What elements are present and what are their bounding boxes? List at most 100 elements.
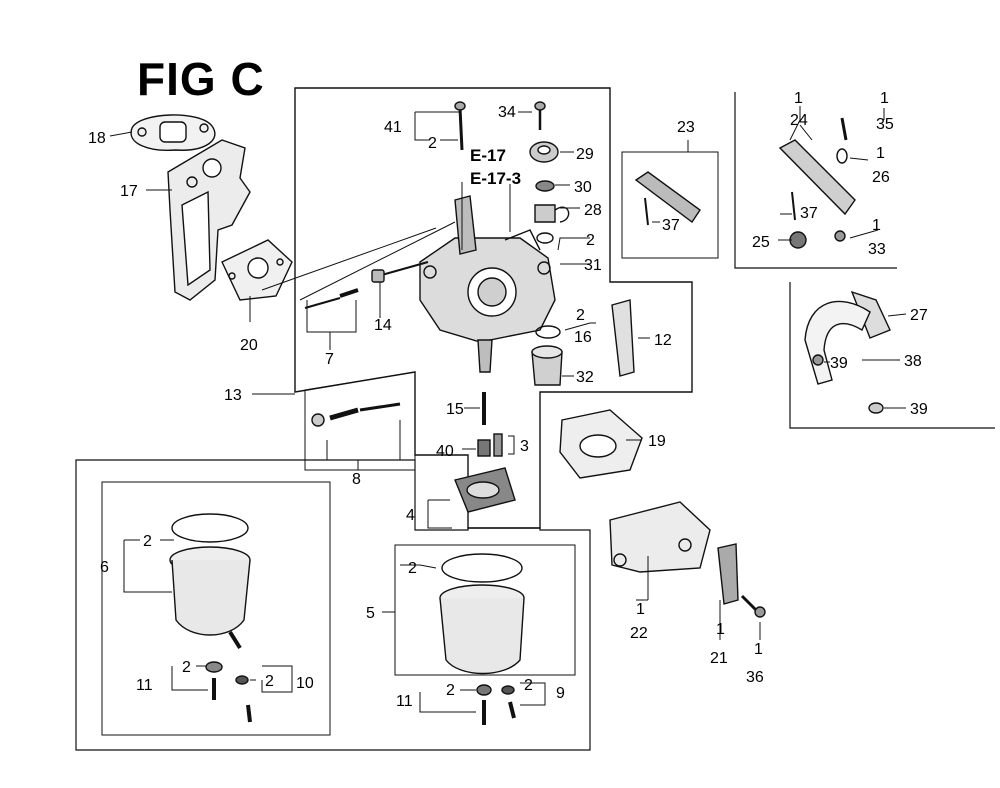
frame-bowl-6 — [101, 481, 331, 736]
label-2-e: 2 — [408, 560, 417, 577]
label-28: 28 — [584, 202, 602, 219]
label-33: 33 — [868, 241, 886, 258]
frame-choke-set — [734, 92, 897, 269]
label-27: 27 — [910, 307, 928, 324]
label-37-a: 37 — [662, 217, 680, 234]
label-2-b: 2 — [586, 232, 595, 249]
screw-41 — [454, 101, 466, 151]
label-2-i: 2 — [524, 677, 533, 694]
label-8: 8 — [352, 471, 361, 488]
label-11-a: 11 — [136, 677, 153, 694]
leader-lines — [109, 106, 907, 713]
label-19: 19 — [648, 433, 666, 450]
label-1-b: 1 — [716, 621, 725, 638]
float-32 — [531, 345, 563, 386]
label-15: 15 — [446, 401, 464, 418]
bracket-22 — [609, 501, 711, 573]
label-20: 20 — [240, 337, 258, 354]
label-7: 7 — [325, 351, 334, 368]
label-2-f: 2 — [182, 659, 191, 676]
gasket-20 — [221, 239, 293, 301]
oring-16 — [535, 325, 561, 339]
label-1-f: 1 — [876, 145, 885, 162]
carburetor-body-13 — [419, 195, 556, 373]
spring-26 — [836, 148, 848, 164]
lever-23 — [634, 171, 701, 226]
label-40: 40 — [436, 443, 454, 460]
frame-breather-tube — [789, 282, 995, 429]
choke-lever-24 — [778, 139, 856, 216]
screw-34 — [534, 101, 546, 130]
frame-bowl-kit-left — [75, 459, 591, 751]
label-11-b: 11 — [396, 693, 413, 710]
screw-35 — [840, 117, 848, 141]
label-2-d: 2 — [143, 533, 152, 550]
label-39-b: 39 — [910, 401, 928, 418]
gasket-19 — [559, 409, 643, 479]
label-1-d: 1 — [794, 90, 803, 107]
label-3: 3 — [520, 438, 529, 455]
label-2-a: 2 — [428, 135, 437, 152]
label-24: 24 — [790, 112, 808, 129]
label-37-b: 37 — [800, 205, 818, 222]
label-25: 25 — [752, 234, 770, 251]
label-38: 38 — [904, 353, 922, 370]
clamp-4 — [454, 467, 516, 513]
label-31: 31 — [584, 257, 602, 274]
lever-21 — [717, 543, 739, 605]
drain-10 — [235, 675, 252, 723]
label-14: 14 — [374, 317, 392, 334]
knob-25 — [789, 231, 807, 249]
screw-11-center — [476, 684, 492, 725]
label-34: 34 — [498, 104, 516, 121]
label-5: 5 — [366, 605, 375, 622]
label-1-e: 1 — [880, 90, 889, 107]
gasket-18 — [130, 114, 216, 151]
clip-39-b — [868, 402, 884, 414]
label-10: 10 — [296, 675, 314, 692]
washer-30 — [535, 180, 555, 192]
screw-11-left — [205, 661, 223, 700]
label-32: 32 — [576, 369, 594, 386]
label-16: 16 — [574, 329, 592, 346]
label-1-c: 1 — [754, 641, 763, 658]
drain-9 — [501, 685, 516, 719]
label-1-a: 1 — [636, 601, 645, 618]
figure-title: FIG C — [137, 53, 265, 105]
label-36: 36 — [746, 669, 764, 686]
label-26: 26 — [872, 169, 890, 186]
label-30: 30 — [574, 179, 592, 196]
label-41: 41 — [384, 119, 402, 136]
label-22: 22 — [630, 625, 648, 642]
clip-39-a — [812, 354, 824, 366]
jet-40 — [477, 439, 491, 457]
bracket-17 — [167, 139, 251, 301]
label-13: 13 — [224, 387, 242, 404]
frame-lever-23 — [621, 151, 719, 259]
label-35: 35 — [876, 116, 894, 133]
float-arm-12 — [611, 299, 635, 377]
nut-33 — [834, 230, 846, 242]
jet-3 — [493, 433, 503, 457]
screw-14 — [371, 261, 429, 283]
bowl-6 — [169, 513, 251, 650]
spring-28 — [534, 204, 570, 223]
frame-bowl-5 — [394, 544, 576, 676]
label-29: 29 — [576, 146, 594, 163]
oring-31 — [536, 232, 554, 244]
pin-37-right — [791, 191, 796, 221]
label-2-g: 2 — [265, 673, 274, 690]
label-39-a: 39 — [830, 355, 848, 372]
ref-E-17-3: E-17-3 — [470, 169, 521, 188]
part-labels: 18 17 20 13 7 14 8 41 2 34 E-17 E-17-3 2… — [88, 90, 928, 710]
bowl-5 — [439, 553, 525, 675]
label-12: 12 — [654, 332, 672, 349]
label-6: 6 — [100, 559, 109, 576]
label-9: 9 — [556, 685, 565, 702]
screw-7 — [304, 288, 359, 309]
label-2-c: 2 — [576, 307, 585, 324]
label-1-g: 1 — [872, 217, 881, 234]
label-23: 23 — [677, 119, 695, 136]
